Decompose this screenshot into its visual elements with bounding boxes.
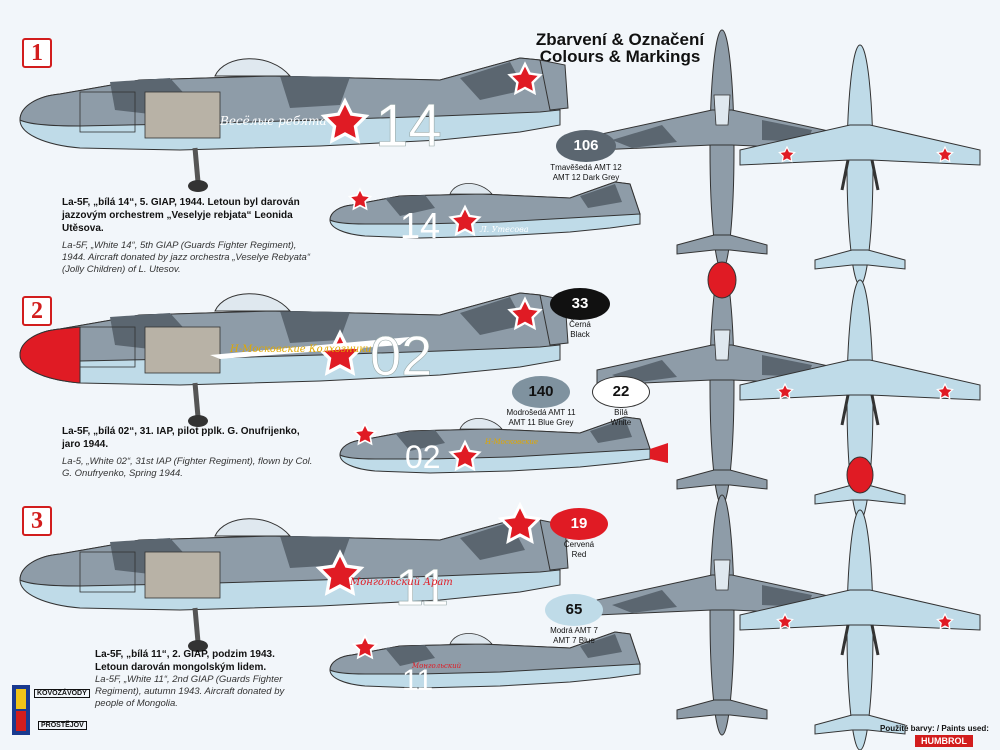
scheme-2-side-view — [20, 293, 569, 427]
scheme-3-bottom-view — [738, 508, 982, 750]
paint-swatch-33: 33 — [550, 288, 610, 320]
paint-swatch-19: 19 — [550, 508, 608, 540]
paint-label-140-cz: Modrošedá AMT 11 — [506, 408, 576, 417]
scheme-2-small-script: Н-Московские — [484, 438, 538, 446]
paint-label-19-en: Red — [571, 550, 587, 559]
paint-swatch-65: 65 — [545, 594, 603, 626]
title-cz: Zbarvení & Označení — [535, 30, 705, 49]
scheme-3-desc-cz: La-5F, „bílá 11“, 2. GIAP, podzim 1943. … — [95, 649, 275, 673]
scheme-2-top-view — [596, 261, 848, 506]
scheme-1-side-view — [20, 58, 569, 192]
scheme-2-bottom-view — [738, 278, 982, 522]
paint-label-106-cz: Tmavěšedá AMT 12 — [550, 163, 622, 172]
kovozavody-logo: KOVOZÁVODY PROSTĚJOV — [12, 685, 102, 740]
scheme-1-script: Весёлые ребята — [219, 114, 327, 128]
paint-label-140-en: AMT 11 Blue Grey — [508, 418, 574, 427]
scheme-1-bottom-view — [738, 43, 982, 287]
scheme-3-small-script: Монгольский — [411, 662, 462, 670]
scheme-number-1: 1 — [22, 38, 52, 68]
scheme-2-small-side-view — [339, 416, 668, 474]
scheme-3-side-view — [20, 503, 569, 652]
paint-label-33-cz: Černá — [569, 320, 591, 329]
scheme-3-script: Монгольский Арат — [349, 577, 453, 588]
scheme-1-small-code: 14 — [400, 205, 440, 246]
title-en: Colours & Markings — [539, 47, 701, 66]
scheme-3-small-code: 11 — [402, 664, 433, 697]
scheme-1-tail-code: 14 — [375, 92, 442, 159]
logo-top-text: KOVOZÁVODY — [34, 689, 90, 698]
scheme-number-2: 2 — [22, 296, 52, 326]
paint-swatch-106: 106 — [556, 130, 616, 162]
paint-label-22-en: White — [610, 418, 632, 427]
paint-label-65-en: AMT 7 Blue — [553, 636, 595, 645]
paint-label-65-cz: Modrá AMT 7 — [550, 626, 598, 635]
scheme-1-small-script: Л. Утесова — [479, 225, 529, 234]
scheme-1-desc-cz: La-5F, „bílá 14“, 5. GIAP, 1944. Letoun … — [62, 197, 300, 234]
logo-bottom-text: PROSTĚJOV — [38, 721, 87, 730]
paint-label-33-en: Black — [570, 330, 590, 339]
scheme-2-small-code: 02 — [405, 439, 441, 475]
scheme-2-script: Н-Московские Колхозники — [229, 344, 372, 355]
scheme-number-3: 3 — [22, 506, 52, 536]
paint-label-106-en: AMT 12 Dark Grey — [552, 173, 620, 182]
scheme-2-desc-en: La-5, „White 02“, 31st IAP (Fighter Regi… — [62, 456, 313, 479]
scheme-2-tail-code: 02 — [370, 324, 432, 387]
paint-label-22-cz: Bílá — [614, 408, 628, 417]
paint-swatch-22: 22 — [592, 376, 650, 408]
scheme-2-desc-cz: La-5F, „bílá 02“, 31. IAP, pilot pplk. G… — [62, 426, 300, 450]
paints-used-label: Použité barvy: / Paints used: — [880, 724, 989, 733]
paint-label-19-cz: Červená — [563, 540, 595, 549]
scheme-1-desc-en: La-5F, „White 14“, 5th GIAP (Guards Figh… — [62, 240, 311, 275]
humbrol-brand: HUMBROL — [915, 735, 973, 747]
paint-swatch-140: 140 — [512, 376, 570, 408]
scheme-3-tail-code: 11 — [395, 559, 449, 617]
scheme-3-desc-en: La-5F, „White 11“, 2nd GIAP (Guards Figh… — [95, 674, 285, 709]
